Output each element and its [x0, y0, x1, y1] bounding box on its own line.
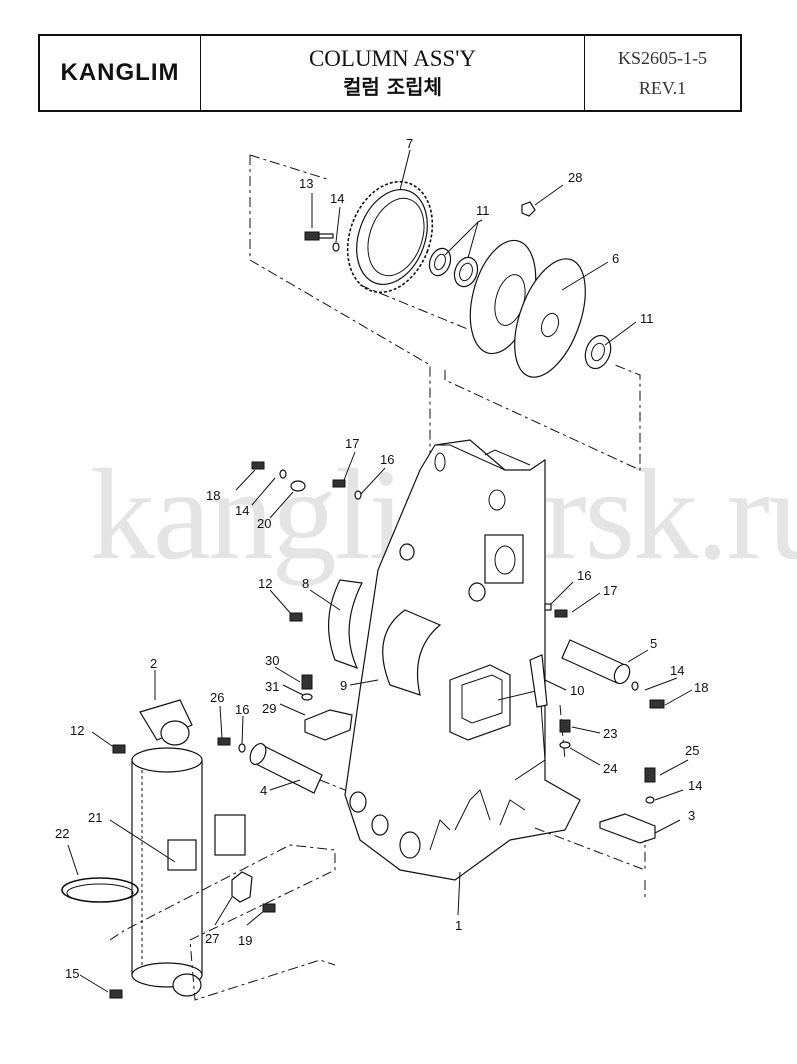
title-korean: 컬럼 조립체: [343, 75, 442, 99]
callout-label: 8: [302, 576, 309, 591]
callout-label: 18: [206, 488, 220, 503]
callout-label: 1: [455, 918, 462, 933]
column-body: [344, 439, 581, 881]
callout-label: 16: [380, 452, 394, 467]
callout-label: 21: [88, 810, 102, 825]
callout-label: 2: [150, 656, 157, 671]
callout-label: 27: [205, 931, 219, 946]
callout-label: 4: [260, 783, 267, 798]
callout-label: 17: [345, 436, 359, 451]
callout-label: 9: [340, 678, 347, 693]
lower-phantom-lines: [109, 704, 646, 1001]
callout-label: 31: [265, 679, 279, 694]
bearings-upper: [428, 247, 479, 288]
pin-5: [561, 639, 631, 685]
callout-label: 20: [257, 516, 271, 531]
pin-4: [249, 743, 323, 794]
lever-10: [529, 654, 548, 708]
callout-label: 13: [299, 176, 313, 191]
valve-block: [167, 814, 246, 871]
callout-label: 12: [70, 723, 84, 738]
bolt-washer-13-14: [304, 231, 340, 252]
callout-label: 26: [210, 690, 224, 705]
hydraulic-cylinder: [131, 699, 203, 997]
callout-label: 16: [577, 568, 591, 583]
bracket-27: [231, 871, 253, 903]
callout-label: 5: [650, 636, 657, 651]
callout-label: 25: [685, 743, 699, 758]
callout-label: 12: [258, 576, 272, 591]
callout-label: 11: [476, 203, 490, 218]
callout-label: 29: [262, 701, 276, 716]
drawing-title: COLUMN ASS'Y 컬럼 조립체: [201, 36, 585, 110]
callout-label: 23: [603, 726, 617, 741]
fittings: [109, 461, 665, 999]
hose-clamp: [61, 877, 139, 903]
document-code-block: KS2605-1-5 REV.1: [585, 36, 740, 110]
callout-labels: 1 2 3 4 5 6 7 8 9 10 11 11 12 12 13 14 1…: [55, 136, 708, 981]
callout-label: 24: [603, 761, 617, 776]
callout-label: 22: [55, 826, 69, 841]
callout-label: 14: [235, 503, 249, 518]
bearing-right: [584, 334, 612, 370]
callout-label: 28: [568, 170, 582, 185]
callout-label: 16: [235, 702, 249, 717]
callout-label: 11: [640, 311, 654, 326]
callout-label: 17: [603, 583, 617, 598]
title-english: COLUMN ASS'Y: [308, 46, 477, 71]
callout-label: 14: [670, 663, 684, 678]
callout-label: 7: [406, 136, 413, 151]
callout-label: 19: [238, 933, 252, 948]
revision-label: REV.1: [638, 78, 687, 98]
callout-label: 6: [612, 251, 619, 266]
title-block: KANGLIM COLUMN ASS'Y 컬럼 조립체 KS2605-1-5 R…: [38, 34, 742, 112]
callout-label: 14: [688, 778, 702, 793]
cover-disc: [514, 258, 586, 378]
cover-plate-29: [304, 709, 353, 741]
leader-lines: [67, 149, 693, 993]
company-logo: KANGLIM: [40, 36, 201, 110]
plate-3: [599, 813, 656, 844]
callout-label: 3: [688, 808, 695, 823]
slewing-gear: [346, 180, 434, 294]
document-code: KS2605-1-5: [618, 48, 707, 68]
callout-label: 14: [330, 191, 344, 206]
callout-label: 10: [570, 683, 584, 698]
callout-label: 15: [65, 966, 79, 981]
side-guard: [328, 579, 442, 696]
callout-label: 30: [265, 653, 279, 668]
callout-label: 18: [694, 680, 708, 695]
